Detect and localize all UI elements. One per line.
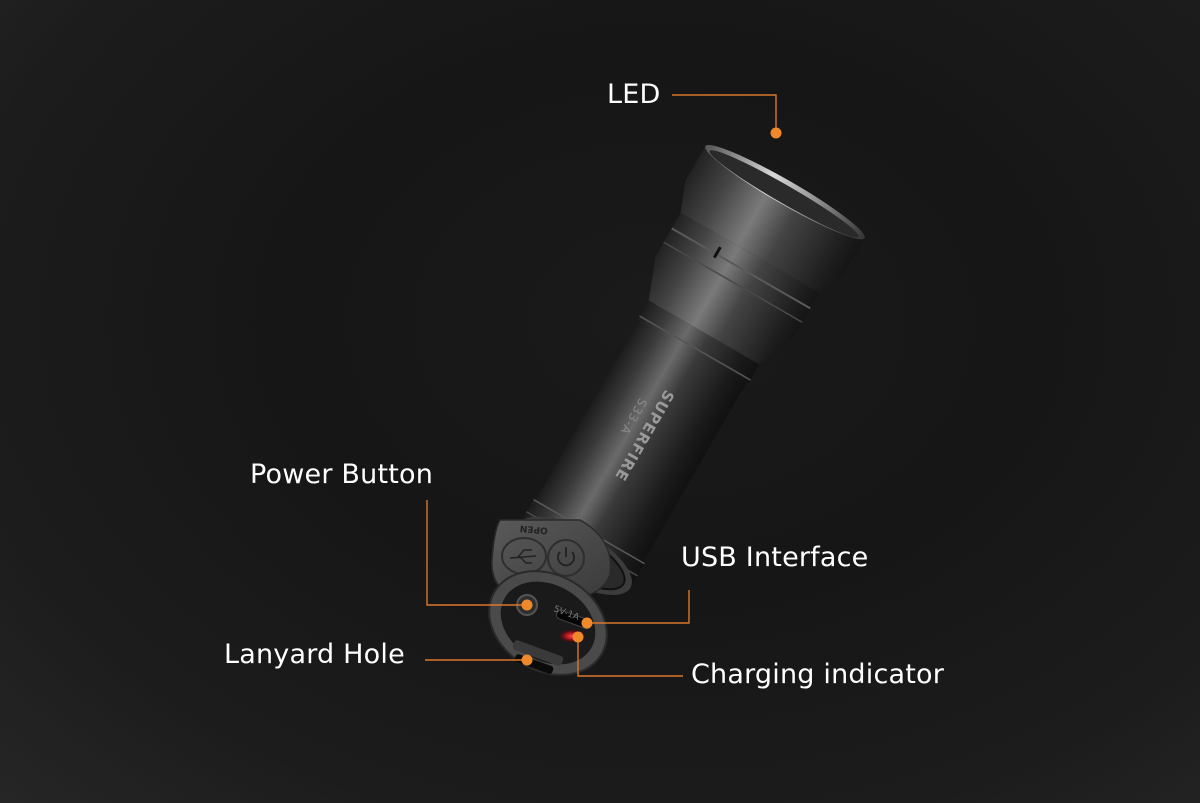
power-callout-line bbox=[426, 500, 527, 606]
usb-callout-line bbox=[587, 590, 690, 624]
charging-dot bbox=[572, 631, 584, 643]
power-dot bbox=[521, 599, 533, 611]
lanyard-dot bbox=[521, 654, 533, 666]
usb-interface-label: USB Interface bbox=[681, 542, 869, 573]
lanyard-hole-label: Lanyard Hole bbox=[224, 639, 405, 670]
svg-text:OPEN: OPEN bbox=[520, 523, 549, 535]
callout-lines bbox=[425, 94, 777, 677]
charging-callout-line bbox=[577, 637, 683, 677]
power-button-label: Power Button bbox=[250, 459, 434, 490]
charging-indicator-label: Charging indicator bbox=[691, 659, 945, 690]
power-symbol-icon bbox=[557, 547, 575, 567]
usb-dot bbox=[581, 617, 593, 629]
callout-dots bbox=[521, 127, 782, 666]
led-dot bbox=[770, 127, 782, 139]
led-label: LED bbox=[607, 79, 661, 110]
usb-symbol-icon bbox=[509, 549, 537, 564]
led-callout-line bbox=[672, 94, 777, 133]
